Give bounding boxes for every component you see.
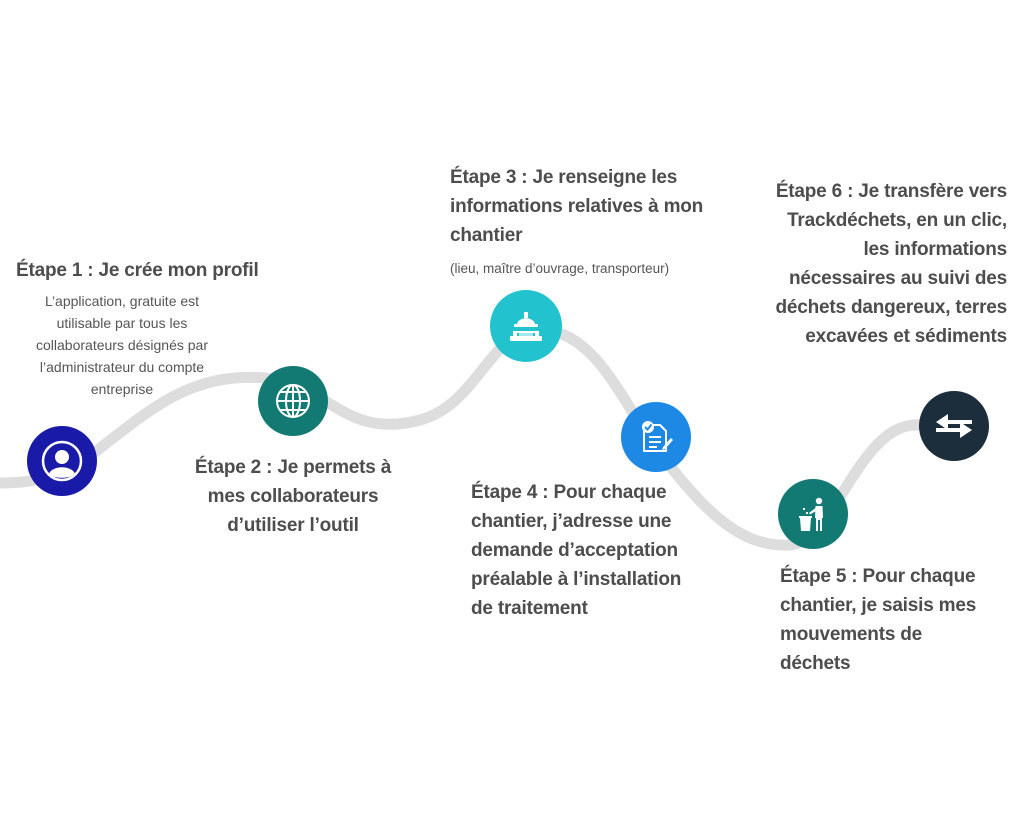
user-icon [41, 440, 83, 482]
step-3-circle [490, 290, 562, 362]
trash-disposal-icon [799, 497, 823, 531]
transfer-arrows-icon [936, 414, 972, 438]
document-check-icon [642, 421, 673, 452]
path-line [0, 324, 926, 551]
step-1-description: L’application, gratuite est utilisable p… [36, 293, 208, 397]
construction-worker-icon [510, 312, 542, 341]
step-3-title: Étape 3 : Je renseigne les informations … [450, 167, 704, 246]
globe-icon [276, 384, 310, 418]
step-2-title: Étape 2 : Je permets à mes collaborateur… [194, 457, 392, 536]
step-5-circle [778, 479, 848, 549]
step-5-title: Étape 5 : Pour chaque chantier, je saisi… [780, 566, 977, 674]
step-3-description: (lieu, maître d’ouvrage, transporteur) [450, 261, 670, 276]
step-2-circle [258, 366, 328, 436]
step-6-title: Étape 6 : Je transfère vers Trackdéchets… [775, 181, 1007, 347]
step-1-title: Étape 1 : Je crée mon profil [16, 260, 259, 281]
step-1-circle [27, 426, 97, 496]
step-4-circle [621, 402, 691, 472]
step-6-circle [919, 391, 989, 461]
step-4-title: Étape 4 : Pour chaque chantier, j’adress… [471, 482, 682, 619]
